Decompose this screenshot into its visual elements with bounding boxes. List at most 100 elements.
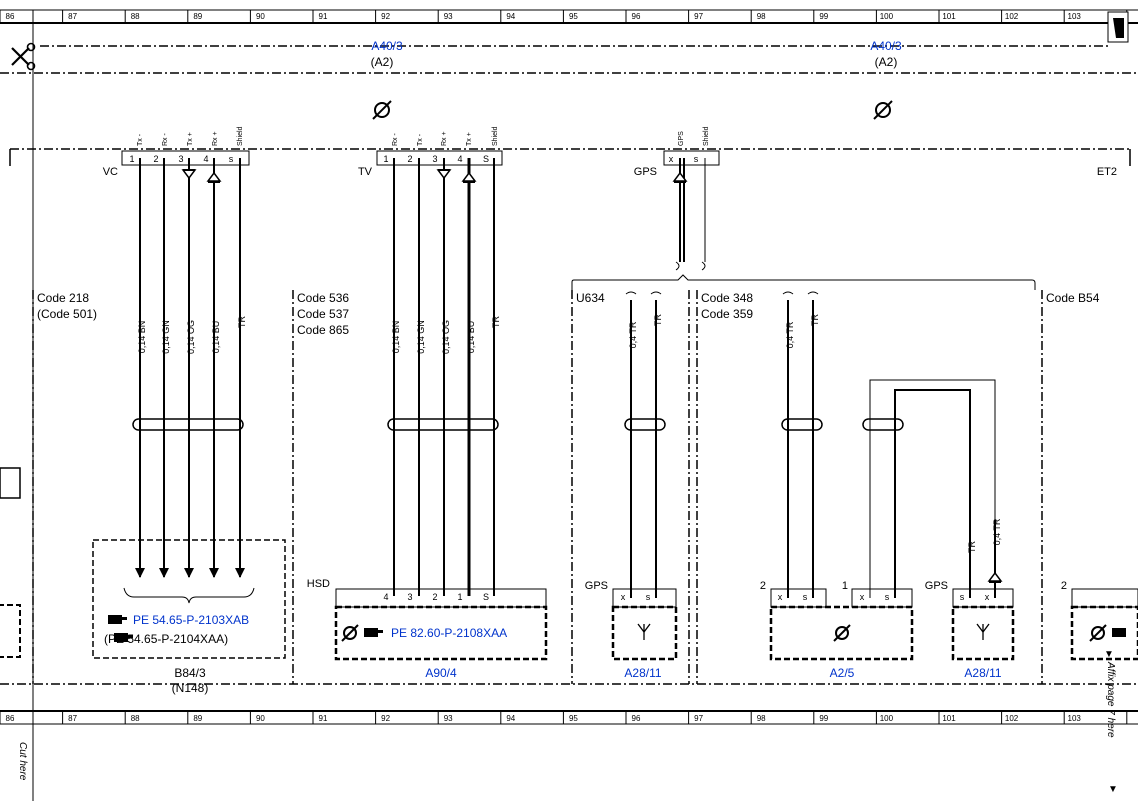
svg-text:Rx -: Rx -: [162, 133, 169, 147]
component-a2-5: 2 1 x s x s A2/5: [760, 580, 914, 680]
vc-pin-names: Tx - Rx - Tx + Rx + Shield: [137, 126, 244, 146]
crossed-circle-ground-icon: [833, 624, 851, 642]
svg-text:S: S: [483, 154, 489, 164]
svg-text:0,14 BN: 0,14 BN: [391, 321, 401, 354]
svg-text:0,14 GN: 0,14 GN: [416, 320, 426, 354]
grid-number: 91: [319, 12, 328, 21]
grid-number: 99: [819, 12, 828, 21]
grid-number: 90: [256, 12, 265, 21]
grid-number: 96: [632, 12, 641, 21]
gps-wires: [571, 158, 1036, 290]
grid-number: 89: [193, 12, 202, 21]
component-a28-11-left: GPS x s A28/11: [585, 580, 678, 680]
b84-label: B84/3: [174, 666, 206, 680]
antenna-icon: [637, 623, 651, 640]
grid-number: 96: [632, 714, 641, 723]
grid-number: 89: [193, 714, 202, 723]
svg-text:Tx +: Tx +: [466, 132, 473, 146]
svg-text:Code 537: Code 537: [297, 307, 349, 321]
pointing-hand-icon: [108, 615, 127, 624]
a90-label: A90/4: [425, 666, 457, 680]
grid-number: 91: [319, 714, 328, 723]
svg-text:TR: TR: [810, 314, 820, 326]
svg-text:s: s: [229, 154, 234, 164]
svg-text:s: s: [803, 592, 808, 602]
svg-text:3: 3: [178, 154, 183, 164]
svg-text:Code 536: Code 536: [297, 291, 349, 305]
svg-text:3: 3: [432, 154, 437, 164]
grid-number: 95: [569, 12, 578, 21]
grid-number: 87: [68, 714, 77, 723]
svg-text:U634: U634: [576, 291, 605, 305]
svg-text:1: 1: [383, 154, 388, 164]
svg-text:Shield: Shield: [492, 126, 499, 146]
grid-number: 88: [131, 12, 140, 21]
pointing-hand-icon: [114, 633, 133, 642]
svg-text:S: S: [483, 592, 489, 602]
twisted-pair-shield: [862, 418, 904, 431]
component-a90-4: HSD 4 3 2 1 S PE 82.60-P-2108XAA A90/4: [307, 578, 548, 680]
vc-wires: [123, 158, 255, 604]
code-region-u634: U634: [571, 290, 690, 684]
svg-text:x: x: [860, 592, 865, 602]
grid-number: 103: [1068, 12, 1082, 21]
grid-number: 103: [1068, 714, 1082, 723]
bus-sub-left: (A2): [371, 55, 394, 69]
vc-wire-labels: 0,14 BN 0,14 GN 0,14 OG 0,14 BU TR: [137, 316, 247, 355]
right-partial-connector: 2: [1061, 580, 1067, 592]
svg-text:4: 4: [203, 154, 208, 164]
top-right-marker: [1107, 11, 1129, 43]
connector-vc-label: VC: [103, 166, 118, 178]
top-bus: A40/3 (A2) A40/3 (A2): [0, 39, 1138, 74]
grid-number: 102: [1005, 12, 1019, 21]
twisted-pair-shield: [624, 418, 666, 431]
grid-number: 95: [569, 714, 578, 723]
svg-text:x: x: [669, 154, 674, 164]
component-b84-3: PE 54.65-P-2103XAB (PE 54.65-P-2104XAA) …: [92, 539, 286, 695]
twisted-pair-shield: [781, 418, 823, 431]
b84-ref-main: PE 54.65-P-2103XAB: [133, 613, 249, 627]
grid-number: 92: [381, 12, 390, 21]
svg-text:2: 2: [432, 592, 437, 602]
gps-pin-numbers: x s: [669, 154, 699, 164]
svg-text:2: 2: [153, 154, 158, 164]
arrow-down-icon: ▼: [1104, 649, 1114, 660]
affix-page-text: Affix page 7 here: [1105, 661, 1116, 738]
connector-vc: VC 1 2 3 4 s Tx - Rx - Tx + Rx + Shield: [103, 126, 250, 178]
antenna-icon: [976, 623, 990, 640]
svg-text:4: 4: [383, 592, 388, 602]
tv-pin-numbers: 1 2 3 4 S: [383, 154, 489, 164]
a2-5-connector-left: 2: [760, 580, 766, 592]
a90-ref: PE 82.60-P-2108XAA: [391, 626, 507, 640]
svg-text:TR: TR: [653, 314, 663, 326]
code-region-536: Code 536 Code 537 Code 865: [292, 290, 349, 684]
connector-tv: TV 1 2 3 4 S Rx - Tx - Rx + Tx + Shield: [358, 126, 503, 178]
connector-gps-label: GPS: [634, 166, 657, 178]
svg-text:Rx -: Rx -: [392, 133, 399, 147]
grid-number: 93: [444, 714, 453, 723]
grid-number: 97: [694, 12, 703, 21]
a28-left-pin-numbers: x s: [621, 592, 651, 602]
svg-text:TR: TR: [967, 541, 977, 553]
scissors-icon: [11, 42, 36, 71]
svg-text:3: 3: [407, 592, 412, 602]
arrow-down-icon: ▼: [1108, 784, 1118, 795]
svg-text:s: s: [960, 592, 965, 602]
svg-text:0,4 TR: 0,4 TR: [992, 518, 1002, 545]
crossed-circle-ground-icon: [372, 100, 392, 120]
twisted-pair-shield: [387, 418, 499, 431]
svg-text:0,14 BN: 0,14 BN: [137, 321, 147, 354]
svg-text:s: s: [646, 592, 651, 602]
svg-text:1: 1: [129, 154, 134, 164]
svg-text:0,14 BU: 0,14 BU: [211, 321, 221, 354]
grid-number: 100: [880, 714, 894, 723]
svg-text:x: x: [621, 592, 626, 602]
svg-text:Code 348: Code 348: [701, 291, 753, 305]
a28-left-connector-label: GPS: [585, 580, 608, 592]
a2-5-label: A2/5: [830, 666, 855, 680]
tv-pin-names: Rx - Tx - Rx + Tx + Shield: [392, 126, 499, 146]
svg-text:Rx +: Rx +: [441, 131, 448, 146]
svg-text:0,14 OG: 0,14 OG: [186, 320, 196, 354]
a2-5-pin-numbers: x s x s: [778, 592, 890, 602]
